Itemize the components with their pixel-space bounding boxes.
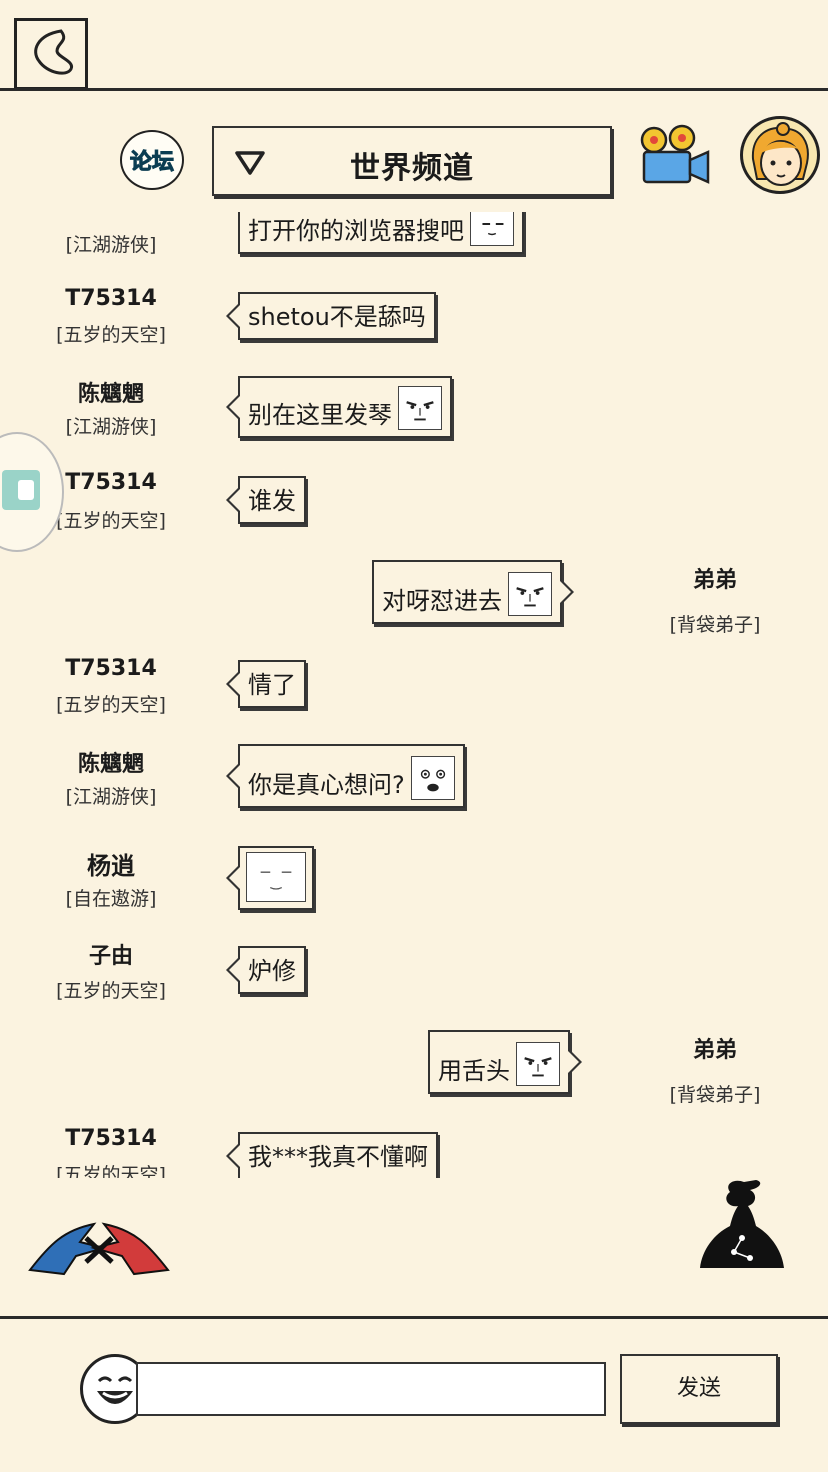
message-bubble[interactable]: 你是真心想问?: [226, 744, 465, 808]
message-bubble[interactable]: 对呀怼进去: [372, 560, 574, 624]
floating-assistant-button[interactable]: [0, 432, 64, 552]
message-bubble[interactable]: 用舌头: [428, 1030, 582, 1094]
back-button[interactable]: [14, 18, 88, 90]
sender-name[interactable]: 弟弟: [692, 568, 737, 593]
user-avatar[interactable]: [740, 116, 820, 194]
message-text: 对呀怼进去: [382, 587, 502, 615]
sender-name[interactable]: T75314: [65, 470, 157, 495]
bubble-tail: [226, 1142, 241, 1170]
bubble-tail: [226, 302, 241, 330]
message-bubble[interactable]: 情了: [226, 660, 306, 708]
bubble-tail: [226, 670, 241, 698]
message-bubble[interactable]: shetou不是舔吗: [226, 292, 436, 340]
sender-name[interactable]: T75314: [65, 1126, 157, 1151]
sender-rank: [江湖游侠]: [65, 786, 157, 808]
message-text: shetou不是舔吗: [248, 303, 426, 331]
sender-rank: [五岁的天空]: [56, 324, 166, 346]
chat-message-list[interactable]: [江湖游侠] 打开你的浏览器搜吧 T75314 [五岁的天空] shetou不是…: [0, 212, 828, 1178]
message-text: 炉修: [248, 957, 296, 985]
meme-face-smug-icon: [398, 386, 442, 430]
channel-title: 世界频道: [350, 151, 474, 186]
sender-name[interactable]: 子由: [88, 944, 133, 969]
bubble-tail: [226, 864, 241, 892]
sender-rank: [自在遨游]: [65, 888, 157, 910]
message-text: 我***我真不懂啊: [248, 1143, 428, 1171]
meditation-icon[interactable]: [694, 1178, 790, 1278]
sender-rank: [背袋弟子]: [669, 614, 761, 636]
meme-face-surprised-icon: [410, 756, 455, 800]
bubble-tail: [226, 956, 241, 984]
laughing-face-icon: [97, 1376, 133, 1404]
forum-button[interactable]: 论坛: [120, 130, 184, 190]
message-bubble[interactable]: [226, 846, 314, 910]
bubble-tail: [226, 393, 241, 421]
sender-rank: [江湖游侠]: [65, 234, 157, 256]
sender-rank: [五岁的天空]: [56, 510, 166, 532]
message-text: 打开你的浏览器搜吧: [248, 217, 464, 245]
sender-rank: [背袋弟子]: [669, 1084, 761, 1106]
pk-battle-icon[interactable]: [24, 1204, 174, 1280]
sender-name[interactable]: 弟弟: [692, 1038, 737, 1063]
avatar-girl-icon: [751, 122, 809, 186]
sender-name[interactable]: T75314: [65, 656, 157, 681]
message-bubble[interactable]: 炉修: [226, 946, 306, 994]
sender-rank: [江湖游侠]: [65, 416, 157, 438]
message-text: 别在这里发琴: [248, 401, 392, 429]
back-arrow-icon: [34, 29, 74, 75]
message-bubble[interactable]: 我***我真不懂啊: [226, 1132, 438, 1178]
header-divider: [0, 88, 828, 91]
video-camera-icon[interactable]: [634, 124, 714, 190]
dropdown-triangle-icon: [235, 151, 265, 175]
channel-dropdown[interactable]: 世界频道: [212, 126, 612, 196]
meme-face-smug-icon: [516, 1042, 560, 1086]
bubble-tail: [567, 1048, 582, 1076]
bubble-tail: [559, 578, 574, 606]
message-text: 用舌头: [438, 1057, 510, 1085]
sender-name[interactable]: T75314: [65, 286, 157, 311]
message-bubble[interactable]: 打开你的浏览器搜吧: [238, 212, 524, 254]
bubble-tail: [226, 762, 241, 790]
message-bubble[interactable]: 别在这里发琴: [226, 376, 452, 438]
bubble-tail: [226, 486, 241, 514]
sender-rank: [五岁的天空]: [56, 1164, 166, 1178]
sender-name[interactable]: 陈魑魍: [77, 752, 144, 777]
message-text: 你是真心想问?: [248, 771, 405, 799]
message-input[interactable]: [136, 1362, 606, 1416]
meme-face-blank-icon: [246, 852, 306, 902]
send-button[interactable]: 发送: [620, 1354, 778, 1424]
message-text: 情了: [248, 671, 296, 699]
floating-app-icon: [2, 470, 40, 510]
message-bubble[interactable]: 谁发: [226, 476, 306, 524]
composer-divider: [0, 1316, 828, 1319]
meme-face-squint-icon: [470, 212, 514, 246]
sender-name[interactable]: 陈魑魍: [77, 382, 144, 407]
sender-rank: [五岁的天空]: [56, 694, 166, 716]
meme-face-smug-icon: [508, 572, 552, 616]
sender-rank: [五岁的天空]: [56, 980, 166, 1002]
message-text: 谁发: [248, 487, 296, 515]
sender-name[interactable]: 杨逍: [87, 852, 135, 880]
forum-label: 论坛: [129, 150, 174, 176]
